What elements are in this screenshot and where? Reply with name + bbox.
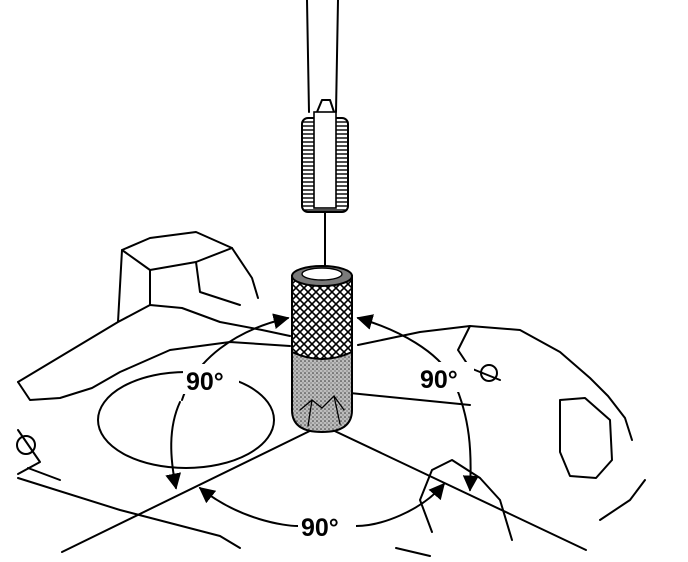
casting-left-outline — [17, 231, 291, 383]
bolt-hole-right — [480, 364, 498, 382]
bolt-hole-left — [16, 435, 36, 455]
casting-right-outline — [357, 325, 633, 441]
hammer-tip — [316, 99, 335, 113]
casting-left-edge — [17, 429, 61, 481]
angle-label-bottom: 90° — [301, 514, 339, 542]
sleeve-bottom-facets — [299, 394, 345, 427]
casting-lower-edge — [17, 477, 241, 549]
casting-left-face — [17, 341, 291, 401]
reference-lines — [61, 391, 587, 553]
label-backdrop-bottom — [298, 510, 356, 540]
knurled-sleeve-tool — [291, 265, 353, 434]
hammer-shaft-left — [306, 0, 310, 113]
casting-right-pocket — [559, 397, 613, 479]
reference-line-back — [339, 391, 471, 406]
reference-line-left — [61, 424, 323, 553]
label-backdrop-left — [183, 364, 239, 394]
angle-arrows — [165, 313, 479, 527]
angle-label-right: 90° — [420, 366, 458, 394]
adapter-slot — [313, 111, 337, 209]
angle-label-left: 90° — [186, 368, 224, 396]
angle-arrow-left-lower — [165, 401, 182, 490]
angle-arrow-right-lower — [453, 381, 479, 492]
label-backdrop-right — [418, 362, 474, 392]
slide-hammer-tool — [301, 0, 349, 271]
angle-arrow-bottom-right — [355, 482, 446, 527]
casting-boss — [121, 247, 241, 306]
casting-right-lower — [395, 459, 646, 557]
reference-line-right — [321, 424, 587, 551]
hammer-shaft-right — [335, 0, 339, 113]
sleeve-knurl — [291, 275, 353, 360]
sleeve-bore — [301, 267, 343, 281]
angle-arrow-bottom-left — [198, 487, 299, 527]
